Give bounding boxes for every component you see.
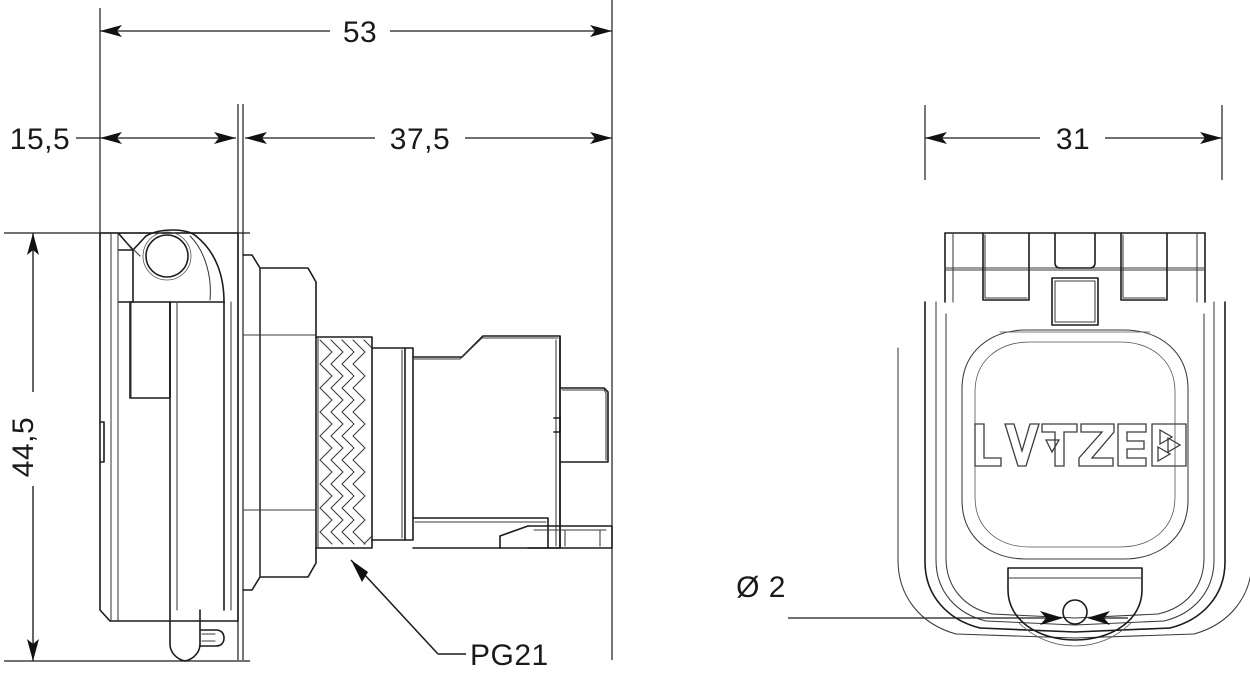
front-view-group: 31 [736,105,1250,647]
dimension-label-31: 31 [1056,123,1090,156]
rear-housing [412,335,613,549]
front-top-flange [944,232,1206,326]
cap-hinge-assembly [99,229,239,662]
dimension-overall-length: 53 [100,16,612,49]
side-view-extension-lines [4,0,613,662]
dimension-label-dia-2: Ø 2 [736,571,786,604]
front-cap-face [961,329,1189,560]
dimension-hole-diameter: Ø 2 [736,571,1128,625]
side-view-group: 53 15,5 37,5 44,5 [4,0,613,672]
dimension-flange-offset: 15,5 [10,123,236,156]
threaded-gland [315,336,414,549]
dimension-overall-width: 31 [925,123,1222,156]
dimension-label-37-5: 37,5 [390,123,450,156]
dimension-label-15-5: 15,5 [10,123,70,156]
front-outer-shroud [897,301,1250,639]
dimension-overall-height: 44,5 [7,233,40,661]
lutze-logo [974,423,1187,467]
front-bottom-tab [1007,567,1143,647]
callout-label-pg21: PG21 [470,639,549,672]
dimension-label-44-5: 44,5 [7,417,40,477]
dimension-label-53: 53 [343,16,377,49]
callout-pg21: PG21 [350,559,549,672]
hex-nut-flange [242,254,317,591]
dimension-thread-length: 37,5 [245,123,612,156]
